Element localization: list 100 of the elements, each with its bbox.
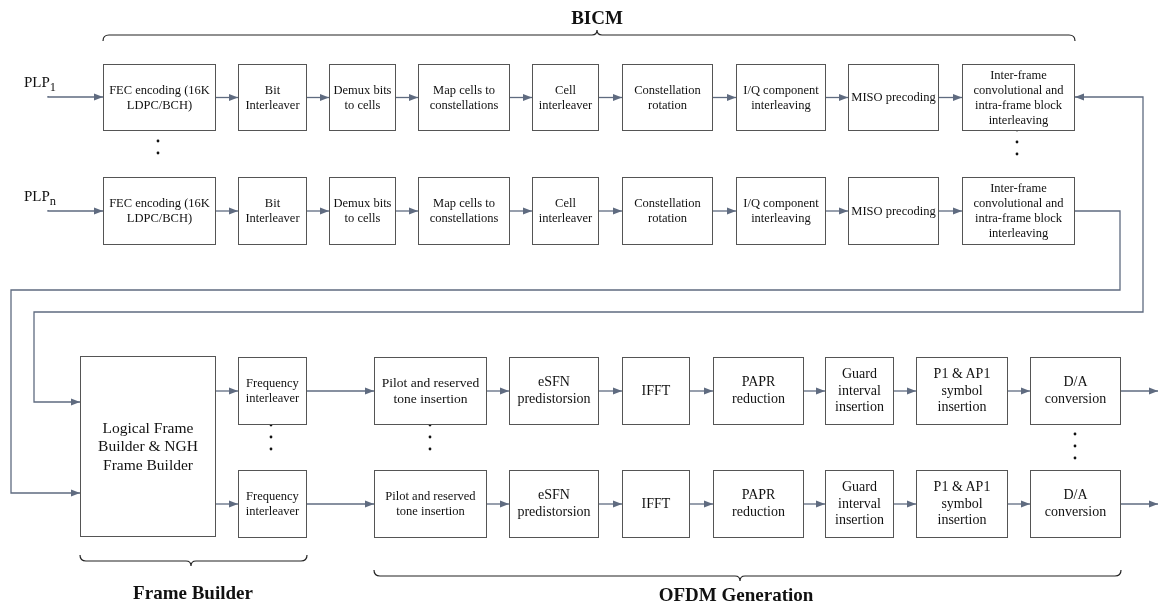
box-label: Logical Frame Builder & NGH Frame Builder: [97, 418, 199, 475]
box-label: FEC encoding (16K LDPC/BCH): [108, 196, 211, 226]
box-label: Cell interleaver: [537, 82, 594, 113]
arrow: [893, 387, 917, 395]
arrow: [689, 500, 714, 508]
arrow: [598, 500, 623, 508]
box-label: Inter-frame convolutional and intra-frame block interleaving: [972, 181, 1065, 241]
box-label: Cell interleaver: [537, 196, 594, 226]
arrow: [938, 207, 963, 215]
arrow: [395, 207, 419, 215]
box-label: P1 & AP1 symbol insertion: [932, 478, 992, 530]
arrow: [215, 207, 239, 215]
process-box: [532, 64, 599, 131]
box-label: PAPR reduction: [731, 487, 786, 521]
process-box: [374, 470, 487, 538]
process-box: [848, 177, 939, 245]
arrow: [1007, 500, 1031, 508]
process-box: [1030, 357, 1121, 425]
process-box: [713, 470, 804, 538]
process-box: [238, 64, 307, 131]
process-box: [622, 64, 713, 131]
box-label: FEC encoding (16K LDPC/BCH): [108, 82, 211, 113]
arrow: [306, 500, 375, 508]
box-label: Pilot and reserved tone insertion: [384, 489, 477, 519]
arrow: [306, 207, 330, 215]
box-label: MISO precoding: [850, 90, 937, 105]
box-label: I/Q component interleaving: [742, 196, 820, 226]
arrow: [825, 207, 849, 215]
process-box: [509, 357, 599, 425]
box-label: Pilot and reserved tone insertion: [380, 374, 481, 408]
process-box: [103, 177, 216, 245]
arrow: [1007, 387, 1031, 395]
box-label: Demux bits to cells: [332, 82, 393, 113]
arrow: [215, 93, 239, 102]
process-box: [418, 177, 510, 245]
process-box: [622, 470, 690, 538]
process-box: [532, 177, 599, 245]
box-label: IFFT: [640, 382, 672, 400]
process-box: [916, 357, 1008, 425]
arrow: [712, 93, 737, 102]
arrow: [893, 500, 917, 508]
arrow: [47, 93, 104, 101]
process-box: [825, 470, 894, 538]
process-box: [238, 177, 307, 245]
box-label: Frequency interleaver: [244, 489, 301, 519]
box-label: I/Q component interleaving: [742, 82, 820, 113]
arrow: [486, 387, 510, 395]
process-box: [1030, 470, 1121, 538]
arrow: [598, 207, 623, 215]
section-title: BICM: [571, 7, 623, 29]
process-box: [329, 177, 396, 245]
process-box: [329, 64, 396, 131]
process-box: [713, 357, 804, 425]
arrow: [486, 500, 510, 508]
arrow: [689, 387, 714, 395]
box-label: MISO precoding: [850, 203, 937, 219]
process-box: [848, 64, 939, 131]
arrow: [825, 93, 849, 102]
arrow: [712, 207, 737, 215]
box-label: D/A conversion: [1043, 487, 1108, 521]
process-box: [509, 470, 599, 538]
box-label: Bit Interleaver: [244, 196, 301, 226]
box-label: Bit Interleaver: [244, 82, 301, 113]
process-box: [622, 177, 713, 245]
arrow: [10, 210, 1121, 497]
arrow: [598, 93, 623, 102]
box-label: Inter-frame convolutional and intra-frame block interleaving: [972, 67, 1065, 128]
box-label: eSFN predistorsion: [516, 487, 592, 521]
box-label: Guard interval insertion: [834, 478, 885, 530]
process-box: [418, 64, 510, 131]
arrow: [33, 93, 1144, 406]
box-label: Frequency interleaver: [244, 376, 301, 406]
arrow: [509, 93, 533, 102]
process-box: [103, 64, 216, 131]
process-box: [374, 357, 487, 425]
arrow: [938, 93, 963, 102]
box-label: P1 & AP1 symbol insertion: [932, 365, 992, 417]
box-label: IFFT: [640, 495, 672, 513]
process-box: [916, 470, 1008, 538]
process-box: [962, 177, 1075, 245]
box-label: Map cells to constellations: [428, 82, 500, 113]
arrow: [306, 93, 330, 102]
section-title: Frame Builder: [133, 582, 253, 604]
arrow: [509, 207, 533, 215]
arrow: [47, 207, 104, 215]
input-label: PLP$_{n}$: [24, 186, 68, 210]
box-label: PAPR reduction: [731, 374, 786, 408]
box-label: eSFN predistorsion: [516, 374, 592, 408]
section-title: OFDM Generation: [658, 584, 814, 606]
arrow: [1120, 500, 1159, 508]
process-box: [238, 470, 307, 538]
box-label: Constellation rotation: [633, 196, 702, 226]
box-label: Demux bits to cells: [332, 196, 393, 226]
process-box: [736, 64, 826, 131]
arrow: [395, 93, 419, 102]
arrow: [306, 387, 375, 395]
process-box: [238, 357, 307, 425]
box-label: Guard interval insertion: [834, 365, 885, 417]
process-box: [825, 357, 894, 425]
arrow: [215, 387, 239, 395]
